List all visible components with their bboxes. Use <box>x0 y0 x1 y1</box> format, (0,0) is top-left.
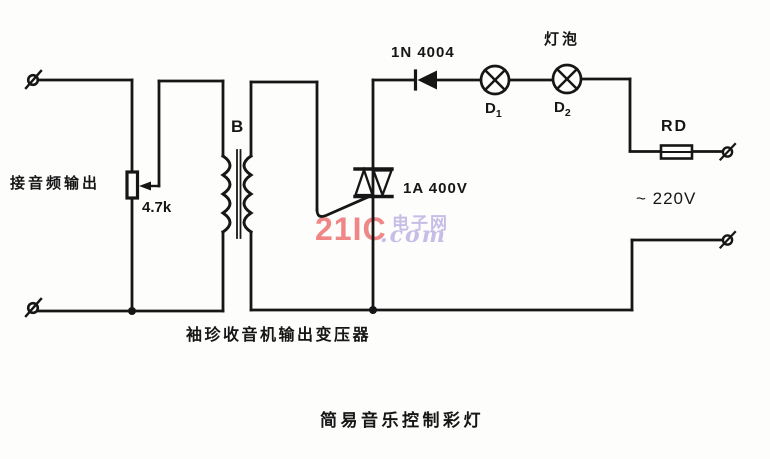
watermark-site-text: 电子网 <box>392 214 449 233</box>
diode-part-label: 1N 4004 <box>391 44 455 61</box>
lamp-d1-symbol <box>479 64 511 96</box>
lamps-caption-label: 灯泡 <box>544 31 581 48</box>
lamp-d1-subscript: 1 <box>495 108 502 120</box>
transformer-caption-label: 袖珍收音机输出变压器 <box>186 327 372 344</box>
fuse-symbol <box>659 144 694 160</box>
input-terminal-bottom <box>24 297 43 318</box>
potentiometer-value-label: 4.7k <box>142 199 172 216</box>
transformer-designator-label: B <box>231 117 244 136</box>
junction-dot <box>369 306 377 314</box>
lamp-d2-label: D2 <box>554 100 571 119</box>
diagram-title: 简易音乐控制彩灯 <box>320 411 484 430</box>
transformer-symbol <box>220 149 254 239</box>
lamp-d1-letter: D <box>485 100 496 117</box>
mains-voltage-label: ~ 220V <box>636 189 697 208</box>
lamp-d2-symbol <box>551 63 583 95</box>
junction-dot <box>128 307 136 315</box>
mains-terminal-top <box>718 142 737 162</box>
lamp-d1-label: D1 <box>485 101 502 120</box>
mains-terminal-bottom <box>718 230 737 250</box>
wire <box>315 195 369 218</box>
potentiometer-symbol <box>125 170 161 200</box>
audio-input-label: 接音频输出 <box>10 175 101 192</box>
lamp-d2-subscript: 2 <box>564 107 571 119</box>
wires-gate-side <box>249 80 634 312</box>
triac-symbol <box>353 78 394 312</box>
wires-mains-side <box>371 77 723 312</box>
lamp-d2-letter: D <box>554 99 565 116</box>
triac-rating-label: 1A 400V <box>403 180 468 197</box>
diode-symbol <box>413 69 437 91</box>
fuse-label: RD <box>661 118 689 135</box>
watermark-domain-text: .com <box>380 222 448 248</box>
